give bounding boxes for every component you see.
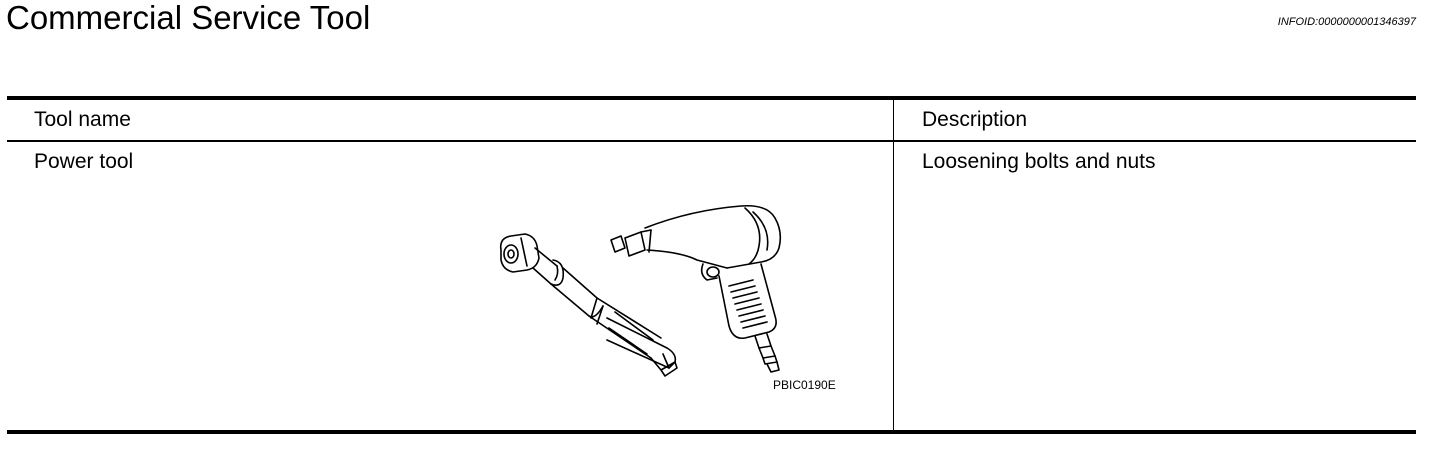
tool-name-cell: Power tool [34, 150, 134, 173]
column-header-description: Description [922, 108, 1028, 131]
impact-wrench-icon [610, 204, 782, 373]
table-header-row: Tool name Description [7, 100, 1416, 142]
air-ratchet-icon [499, 233, 678, 377]
power-tool-illustration [499, 204, 782, 377]
figure-code: PBIC0190E [773, 378, 836, 392]
page-title: Commercial Service Tool [6, 0, 371, 36]
tool-table: Tool name Description Power tool Looseni… [7, 96, 1416, 434]
description-cell: Loosening bolts and nuts [922, 150, 1156, 173]
info-id: INFOID:0000000001346397 [1277, 16, 1416, 28]
column-divider [893, 100, 894, 430]
column-header-tool-name: Tool name [34, 108, 131, 131]
